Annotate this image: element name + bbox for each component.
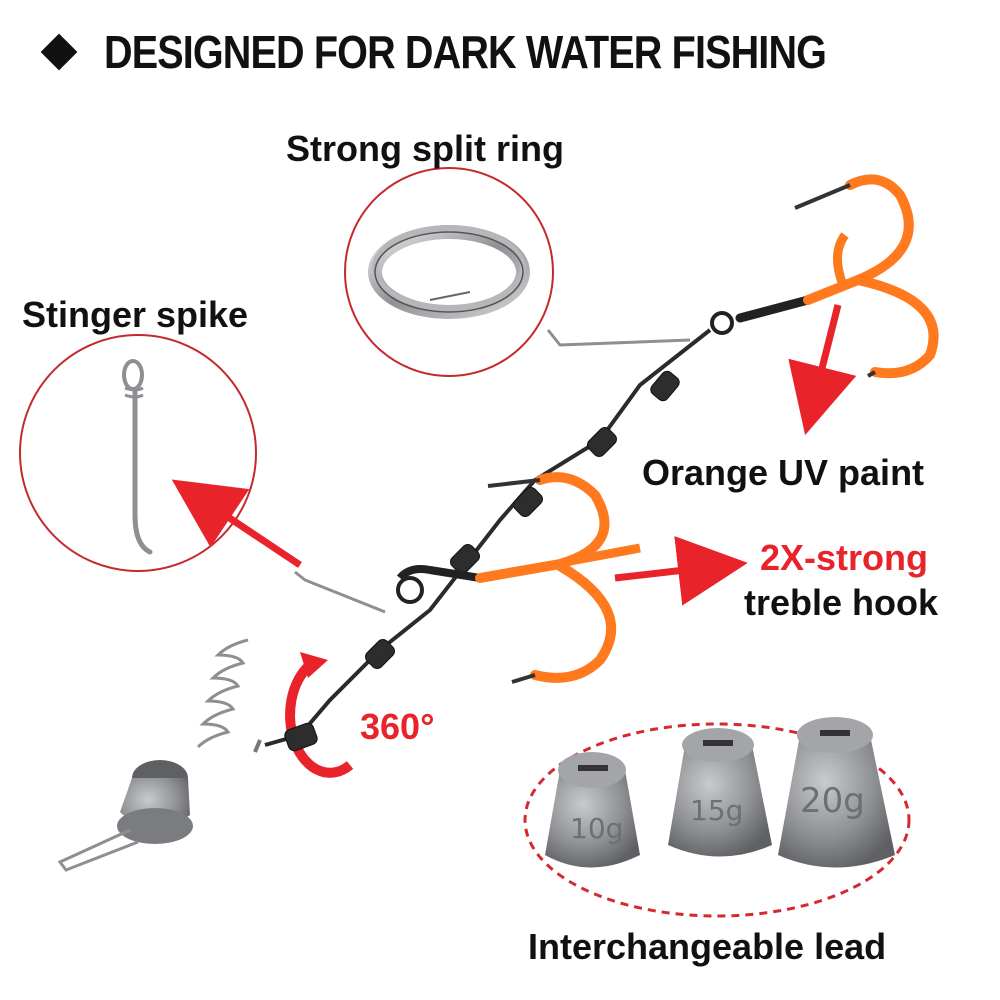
lead-weights-callout: 10g 15g 20g (523, 717, 911, 918)
lead-weight-large-mark: 20g (800, 781, 865, 821)
lead-weight-small (545, 752, 640, 868)
corkscrew-sinker (57, 638, 262, 872)
uv-paint-label: Orange UV paint (642, 452, 925, 493)
stinger-spike-label: Stinger spike (22, 294, 249, 335)
treble-hook-label: treble hook (744, 582, 939, 623)
lead-weight-medium (668, 728, 772, 857)
callout-arrows (171, 304, 857, 606)
arrow-treble-hook (614, 535, 748, 606)
upper-treble-hook (735, 174, 939, 379)
stinger-spike-callout (19, 334, 257, 572)
lead-weight-medium-mark: 15g (690, 794, 743, 827)
arrow-to-stinger (171, 479, 302, 568)
lead-label: Interchangeable lead (528, 926, 887, 967)
page-title: DESIGNED FOR DARK WATER FISHING (104, 26, 827, 78)
split-ring-label: Strong split ring (286, 128, 564, 169)
chain-rig (264, 311, 734, 752)
split-ring-callout (344, 167, 554, 377)
lower-treble-hook (396, 472, 641, 684)
rotation-label: 360° (360, 706, 435, 747)
strength-label: 2X-strong (760, 537, 929, 578)
lead-weight-small-mark: 10g (570, 812, 623, 845)
lead-weight-large (778, 717, 895, 868)
arrow-uv-paint (788, 304, 857, 436)
split-ring-image (368, 225, 530, 319)
stinger-spike-image (122, 359, 153, 555)
page-header: DESIGNED FOR DARK WATER FISHING (40, 22, 944, 82)
